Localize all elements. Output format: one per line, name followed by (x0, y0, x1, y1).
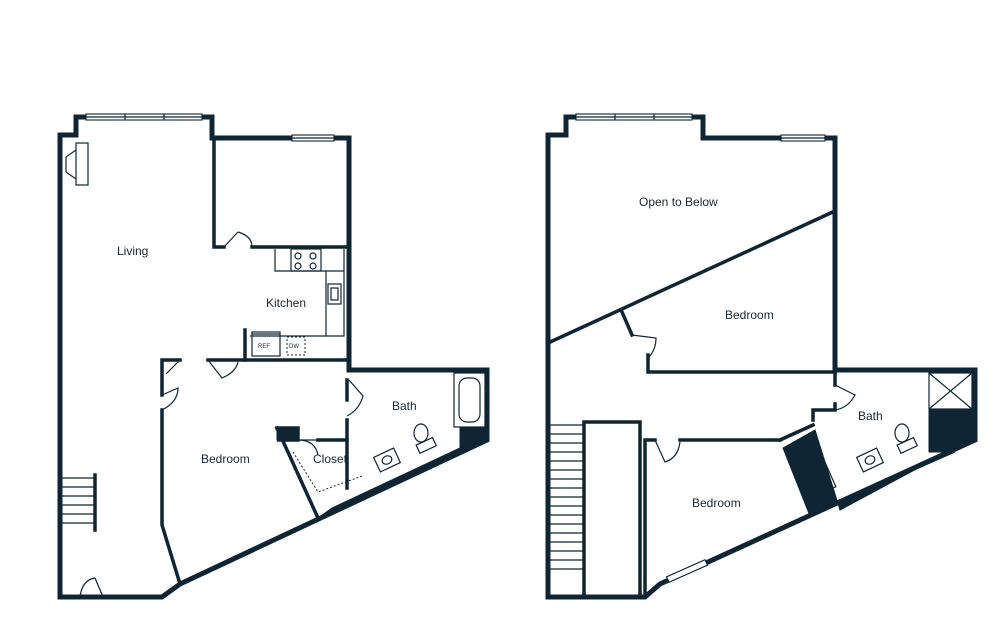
upper-bedroom-bottom-walls (643, 438, 782, 599)
bath-door-swing-icon (346, 379, 364, 417)
upper-stair-walls (582, 420, 642, 599)
upper-stairs-icon (550, 424, 584, 570)
upper-exterior-walls (545, 114, 978, 600)
upper-window-right (780, 134, 826, 142)
lower-den-wall (212, 138, 226, 249)
room-label-living: Living (117, 244, 148, 258)
room-label-kitchen: Kitchen (266, 296, 306, 310)
upper-bedroom-top-walls (619, 309, 837, 374)
bedroom-door-swing-icon (165, 359, 239, 379)
upper-bath-walls (777, 370, 837, 443)
room-label-bedroom: Bedroom (201, 452, 250, 466)
upper-bath-sink-icon (855, 447, 885, 473)
attic-hatch-icon (928, 372, 973, 410)
dishwasher-label: DW (289, 344, 299, 350)
kitchen-counters (250, 248, 345, 337)
lower-level-plan: REF DW (57, 113, 490, 600)
lower-bedroom-walls (160, 358, 247, 587)
closet-column (276, 427, 298, 441)
room-label-bath: Bath (392, 399, 417, 413)
refrigerator-label: REF (258, 344, 270, 350)
room-label-upper-bedroom-top: Bedroom (725, 308, 774, 322)
bath-sink-icon (372, 447, 402, 473)
lower-window-kitchen (291, 134, 335, 142)
upper-window-top (575, 113, 693, 121)
closet-walls (274, 425, 321, 521)
fireplace-icon (65, 142, 89, 186)
refrigerator-icon: REF (251, 331, 281, 357)
lower-exterior-walls (57, 114, 490, 600)
lower-stairs-icon (62, 473, 97, 532)
lower-structural-wedge (317, 427, 488, 519)
open-to-below-edge (545, 208, 838, 346)
bathtub-icon (453, 372, 486, 428)
closet-door-swing-icon (297, 439, 319, 456)
lower-window-top (85, 113, 203, 121)
upper-structural-wedge-bottom (782, 429, 956, 517)
upper-window-bottom (665, 558, 709, 584)
upper-bedroom-door-swing-icon (631, 334, 657, 359)
upper-bath-door-swing-icon (834, 384, 856, 411)
upper-bathtub-icon (787, 440, 837, 500)
room-label-upper-bedroom-bottom: Bedroom (692, 496, 741, 510)
room-label-closet: Closet (313, 452, 348, 466)
upper-level-plan: Open to Below Bedroom Bath Bedroom (545, 113, 978, 600)
lower-bedroom-door-swing-icon (654, 439, 681, 463)
room-label-open-to-below: Open to Below (639, 195, 718, 209)
toilet-icon (413, 423, 438, 455)
entry-door-swing-icon (79, 577, 104, 598)
upper-toilet-icon (894, 423, 919, 455)
sink-icon (327, 283, 342, 305)
upper-structural-wedge-right (928, 408, 976, 453)
den-door-swing-icon (223, 231, 253, 248)
room-label-upper-bath: Bath (858, 409, 883, 423)
stove-icon (290, 248, 322, 272)
dishwasher-icon: DW (286, 336, 306, 356)
